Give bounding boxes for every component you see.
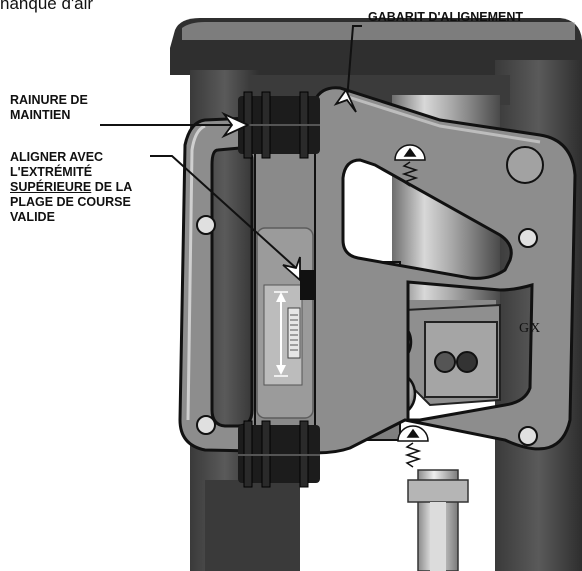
top-text-fragment: nanque d'air — [0, 0, 94, 13]
gabarit-label: GABARIT D'ALIGNEMENT — [368, 10, 523, 25]
top-clamp — [238, 91, 320, 159]
aligner-line-5: VALIDE — [10, 210, 55, 224]
gabarit-arrowhead — [333, 88, 357, 113]
aligner-line-2: L'EXTRÉMITÉ — [10, 165, 93, 179]
rainure-label: RAINURE DE MAINTIEN — [10, 93, 88, 123]
lower-spring-icon — [397, 425, 429, 468]
aligner-line-3-rest: DE LA — [91, 180, 133, 194]
aligner-line-3: SUPÉRIEURE DE LA — [10, 180, 132, 195]
gabarit-text: GABARIT D'ALIGNEMENT — [368, 10, 524, 24]
gx-engraving: GX — [519, 321, 542, 336]
aligner-line-4: PLAGE DE COURSE — [10, 195, 131, 209]
rainure-line-1: RAINURE DE — [10, 93, 88, 107]
bottom-clamp — [238, 420, 320, 488]
aligner-arrowhead — [282, 256, 301, 282]
leader-lines — [100, 25, 362, 269]
upper-spring-icon — [394, 144, 426, 187]
alignment-mark — [300, 270, 314, 300]
aligner-line-1: ALIGNER AVEC — [10, 150, 104, 164]
rainure-arrowhead — [221, 111, 251, 139]
aligner-label: ALIGNER AVEC L'EXTRÉMITÉ SUPÉRIEURE DE L… — [10, 150, 132, 225]
rainure-line-2: MAINTIEN — [10, 108, 71, 122]
aligner-underlined-word: SUPÉRIEURE — [10, 180, 92, 194]
